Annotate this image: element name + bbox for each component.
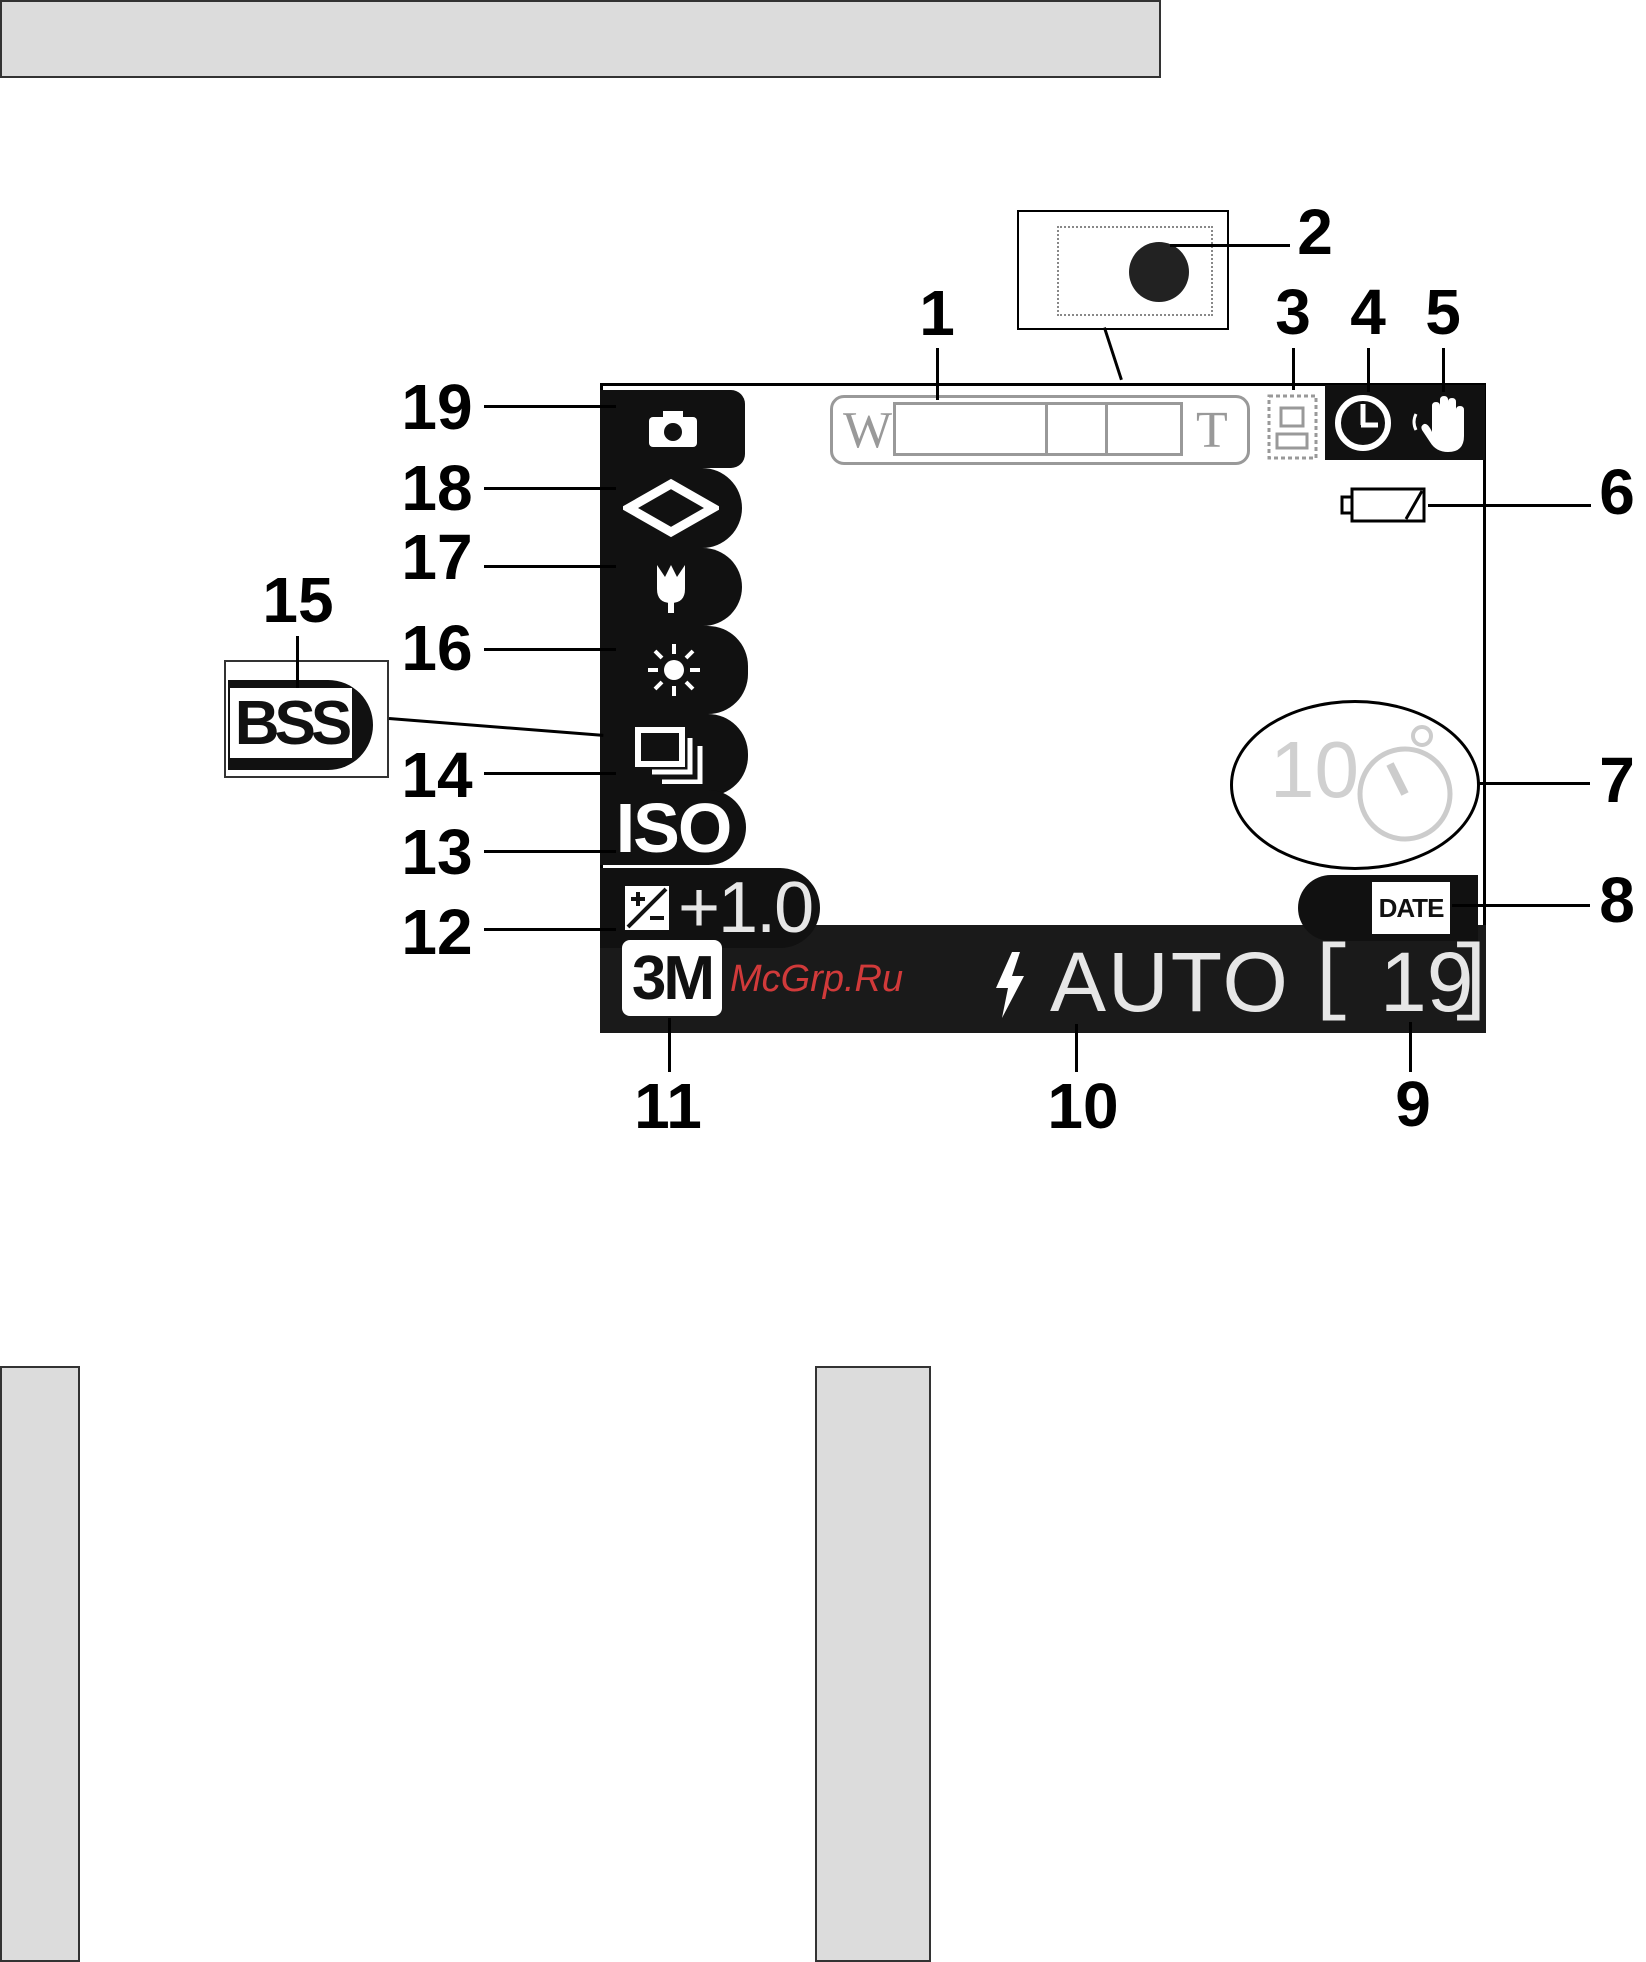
leader-8 (1452, 904, 1590, 907)
leader-3 (1292, 348, 1295, 390)
leader-10 (1075, 1024, 1078, 1072)
camera-icon (647, 409, 699, 449)
left-side-tab (0, 1366, 80, 1962)
leader-1 (936, 348, 939, 400)
leader-2 (1170, 244, 1290, 247)
leader-19 (484, 405, 616, 408)
camera-mode-pill (600, 390, 745, 468)
focus-area-diamond-icon (623, 478, 719, 538)
watermark-text: McGrp.Ru (730, 958, 903, 1001)
leader-6 (1428, 504, 1591, 507)
bss-label: BSS (235, 688, 347, 759)
callout-17: 17 (401, 525, 472, 589)
clock-icon (1332, 392, 1394, 454)
leader-9 (1409, 1022, 1412, 1072)
date-imprint-badge: DATE (1372, 882, 1450, 934)
leader-4 (1367, 348, 1370, 392)
image-size-label: 3M (632, 943, 712, 1014)
white-balance-sun-icon (646, 642, 702, 698)
callout-9: 9 (1395, 1072, 1431, 1136)
flash-mode-label: AUTO (1050, 940, 1290, 1024)
frames-open-bracket: [ (1306, 940, 1356, 1024)
callout-19: 19 (401, 375, 472, 439)
leader-11 (668, 1018, 671, 1072)
callout-8: 8 (1599, 868, 1635, 932)
date-imprint-label: DATE (1379, 893, 1444, 924)
callout-18: 18 (401, 456, 472, 520)
leader-16 (484, 648, 616, 651)
battery-icon (1340, 485, 1428, 525)
image-size-badge: 3M (622, 940, 722, 1016)
exposure-compensation-value: +1.0 (678, 867, 812, 949)
callout-12: 12 (401, 900, 472, 964)
leader-5 (1442, 348, 1445, 392)
callout-15: 15 (262, 568, 333, 632)
leader-13 (484, 850, 616, 853)
leader-15 (296, 636, 299, 688)
vibration-reduction-hand-icon (1410, 392, 1474, 456)
callout-14: 14 (401, 743, 472, 807)
self-timer-icon (1350, 722, 1460, 847)
callout-16: 16 (401, 616, 472, 680)
continuous-shooting-pill (600, 714, 748, 796)
leader-14 (484, 772, 616, 775)
focus-area-pill (600, 468, 742, 548)
bss-link-line (389, 717, 604, 737)
macro-flower-icon (643, 559, 699, 615)
iso-pill: ISO (600, 790, 746, 865)
exposure-compensation-icon (622, 883, 672, 933)
zoom-bar-divider (1045, 402, 1048, 456)
callout-4: 4 (1350, 280, 1386, 344)
iso-label: ISO (616, 788, 731, 868)
focus-indicator-dot (1129, 242, 1189, 302)
frames-close-bracket: ] (1446, 940, 1496, 1024)
focus-indicator-inset (1017, 210, 1229, 330)
macro-pill (600, 548, 742, 626)
top-header-bar (0, 0, 1161, 78)
leader-17 (484, 565, 616, 568)
zoom-wide-label: W (843, 405, 892, 457)
callout-11: 11 (634, 1074, 702, 1138)
leader-18 (484, 487, 616, 490)
leader-7 (1478, 782, 1590, 785)
callout-10: 10 (1047, 1074, 1118, 1138)
exposure-compensation-pill: +1.0 (600, 868, 820, 948)
self-timer-seconds: 10 (1270, 730, 1359, 810)
callout-1: 1 (919, 281, 955, 345)
focus-inset-pointer (1103, 327, 1123, 380)
bss-badge: BSS (230, 688, 352, 758)
callout-6: 6 (1599, 460, 1635, 524)
zoom-tele-label: T (1196, 405, 1228, 457)
sound-recording-icon (1265, 392, 1320, 462)
zoom-bar-divider (1105, 402, 1108, 456)
callout-5: 5 (1425, 280, 1461, 344)
white-balance-pill (600, 626, 748, 714)
zoom-bar-track (893, 402, 1183, 456)
flash-bolt-icon (992, 952, 1028, 1018)
continuous-shooting-icon (634, 726, 714, 784)
leader-12 (484, 928, 616, 931)
center-side-tab (815, 1366, 931, 1962)
callout-2: 2 (1297, 200, 1333, 264)
callout-7: 7 (1599, 748, 1635, 812)
callout-13: 13 (401, 820, 472, 884)
callout-3: 3 (1275, 280, 1311, 344)
